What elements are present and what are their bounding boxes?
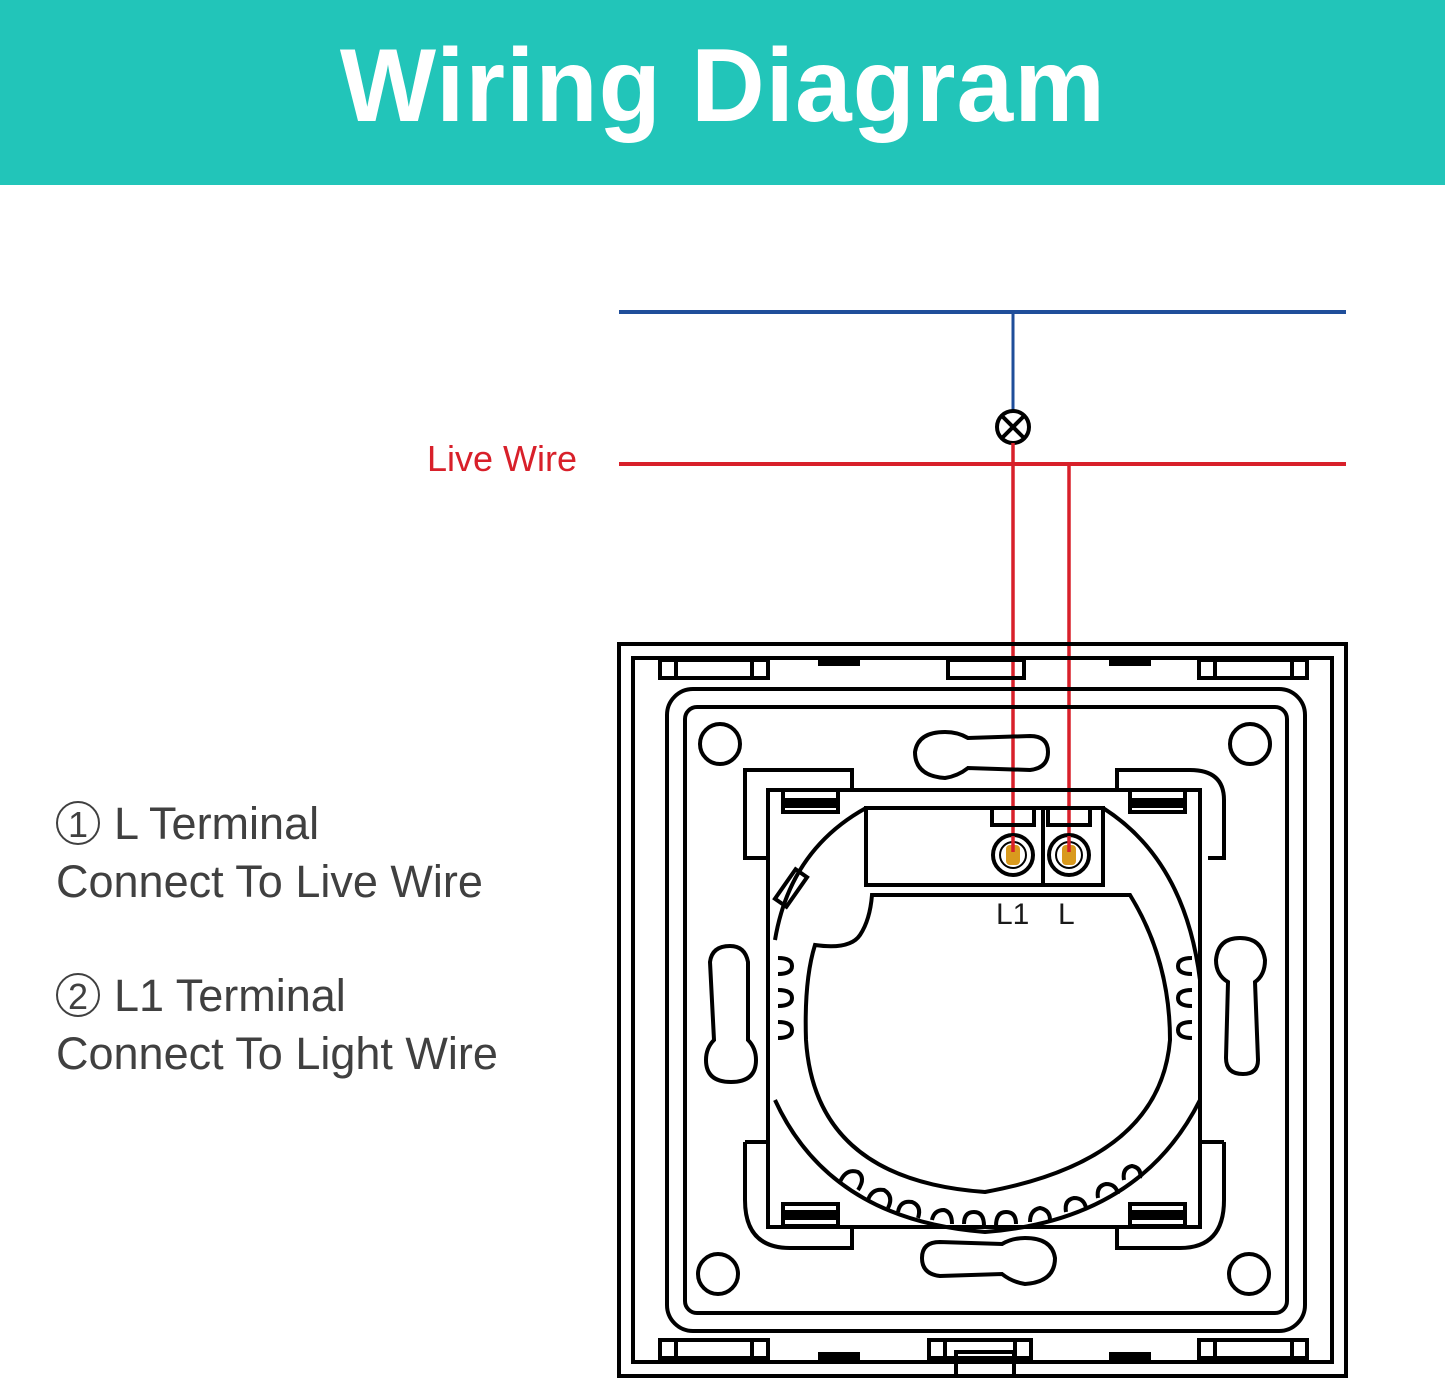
switch-body bbox=[617, 642, 1348, 1378]
legend-description: Connect To Light Wire bbox=[56, 1028, 498, 1079]
number-badge-2: 2 bbox=[56, 973, 100, 1017]
legend-item-l-terminal: 1 L Terminal Connect To Live Wire bbox=[56, 795, 483, 911]
terminal-label-l1: L1 bbox=[996, 898, 1030, 931]
lamp-icon bbox=[995, 409, 1031, 445]
header-banner: Wiring Diagram bbox=[0, 0, 1445, 185]
legend-title: L Terminal bbox=[114, 798, 320, 849]
neutral-wire bbox=[619, 310, 1346, 412]
terminal-label-l: L bbox=[1058, 898, 1075, 931]
live-wire bbox=[619, 443, 1346, 855]
legend-item-l1-terminal: 2 L1 Terminal Connect To Light Wire bbox=[56, 967, 498, 1083]
terminal-screw-l bbox=[1047, 833, 1091, 877]
legend-description: Connect To Live Wire bbox=[56, 856, 483, 907]
live-wire-label: Live Wire bbox=[427, 438, 578, 479]
number-badge-1: 1 bbox=[56, 801, 100, 845]
legend-title: L1 Terminal bbox=[114, 970, 346, 1021]
terminal-screw-l1 bbox=[991, 833, 1035, 877]
page-title: Wiring Diagram bbox=[339, 28, 1106, 144]
